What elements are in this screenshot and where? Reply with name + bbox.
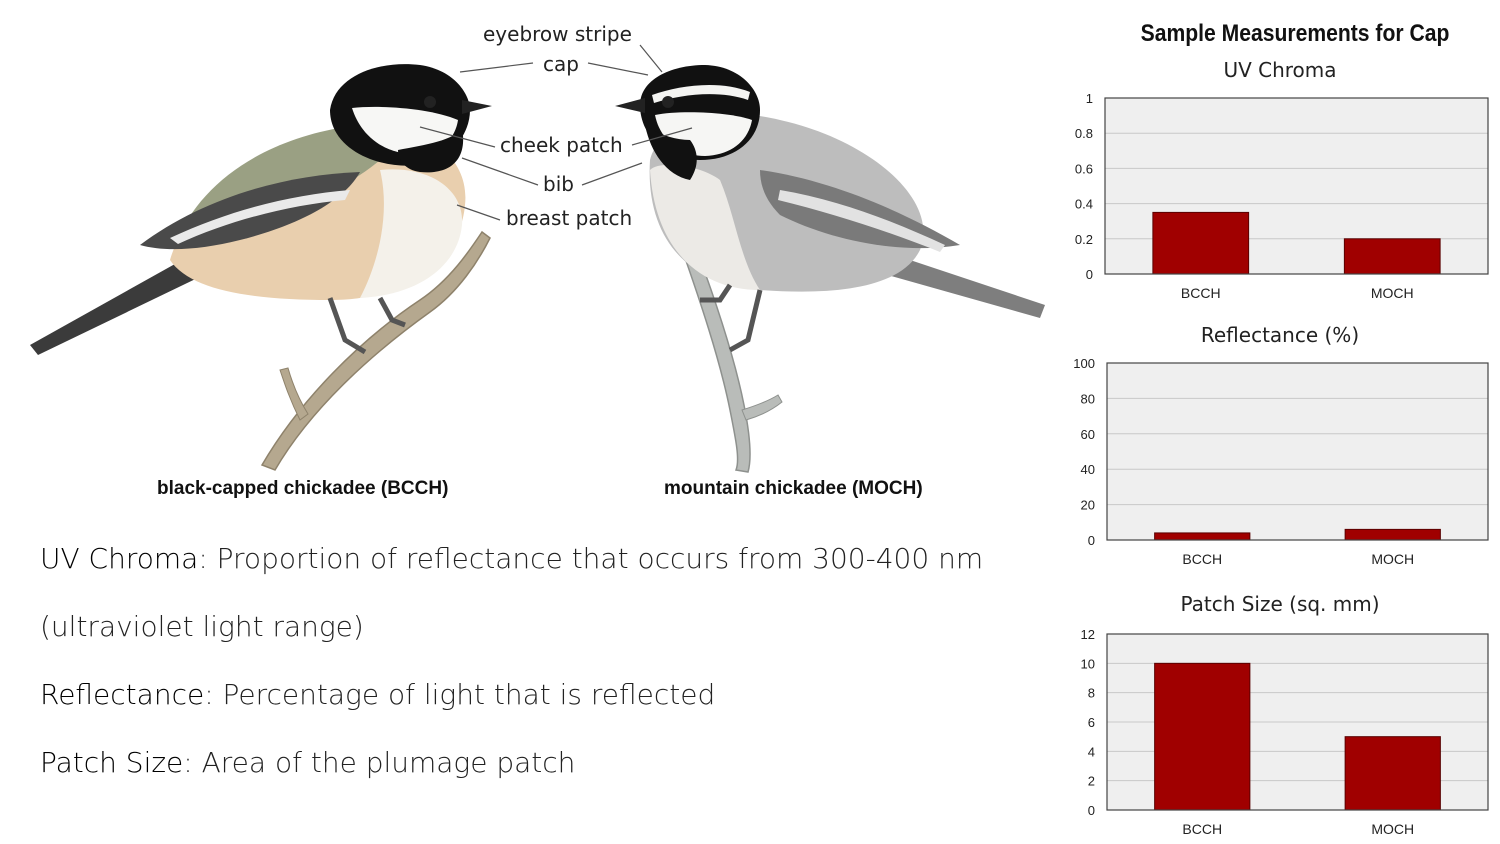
y-tick-label: 0.2 <box>1075 232 1093 247</box>
plot-area <box>1107 363 1488 540</box>
leader-cheek-right <box>631 127 693 146</box>
mountain-chickadee <box>615 65 1045 353</box>
left-legs <box>327 296 406 355</box>
leader-bib-right <box>581 162 643 186</box>
y-tick-label: 100 <box>1073 356 1095 371</box>
x-tick-label: MOCH <box>1371 285 1414 301</box>
definition-term: Reflectance <box>40 678 205 711</box>
y-tick-label: 0.8 <box>1075 126 1093 141</box>
left-cheek <box>352 106 458 155</box>
definition-text: : Area of the plumage patch <box>183 746 576 779</box>
chart-title: Reflectance (%) <box>1200 323 1360 347</box>
right-wing <box>760 170 960 249</box>
y-tick-label: 80 <box>1081 391 1095 406</box>
bar <box>1344 528 1441 541</box>
plot-frame <box>1106 362 1489 541</box>
right-tail <box>870 250 1045 318</box>
left-beak <box>462 100 492 114</box>
right-legs <box>700 283 763 353</box>
definition-text: (ultraviolet light range) <box>40 610 364 643</box>
bar <box>1154 662 1251 811</box>
leader-cap-left <box>459 62 534 73</box>
black-capped-chickadee <box>30 64 492 355</box>
y-tick-label: 10 <box>1081 656 1095 671</box>
bar <box>1154 532 1251 541</box>
y-tick-label: 60 <box>1081 427 1095 442</box>
x-tick-label: MOCH <box>1371 551 1414 567</box>
definition-uv-chroma: UV Chroma: Proportion of reflectance tha… <box>40 530 1070 598</box>
definition-text: : Proportion of reflectance that occurs … <box>198 542 984 575</box>
charts-title: Sample Measurements for Cap <box>1140 20 1450 47</box>
y-tick-label: 6 <box>1088 715 1095 730</box>
y-tick-label: 0.6 <box>1075 161 1093 176</box>
left-eye <box>424 96 436 108</box>
plot-frame <box>1106 633 1489 811</box>
x-tick-label: BCCH <box>1182 821 1222 837</box>
leader-cap-right <box>587 62 649 76</box>
right-breast <box>650 164 760 290</box>
y-tick-label: 8 <box>1088 686 1095 701</box>
definition-reflectance: Reflectance: Percentage of light that is… <box>40 666 1070 734</box>
chart-title: Patch Size (sq. mm) <box>1180 592 1380 616</box>
left-bib <box>398 128 464 173</box>
callout-breast-patch: breast patch <box>506 206 633 230</box>
callout-cheek-patch: cheek patch <box>500 133 623 157</box>
definition-term: Patch Size <box>40 746 184 779</box>
right-beak <box>615 98 645 113</box>
y-tick-label: 0 <box>1088 533 1095 548</box>
plot-frame <box>1104 97 1489 275</box>
bar <box>1152 211 1250 275</box>
y-tick-label: 0.4 <box>1075 197 1093 212</box>
left-wing-edge <box>170 190 350 244</box>
definitions: UV Chroma: Proportion of reflectance tha… <box>40 530 1070 802</box>
x-tick-label: BCCH <box>1181 285 1221 301</box>
x-tick-label: MOCH <box>1371 821 1414 837</box>
right-bird-name: mountain chickadee (MOCH) <box>664 478 923 499</box>
leader-eyebrow <box>639 44 663 73</box>
y-tick-label: 20 <box>1081 498 1095 513</box>
y-tick-label: 2 <box>1088 774 1095 789</box>
callout-leaders <box>419 44 693 221</box>
chickadee-illustration <box>30 44 1045 473</box>
right-eyebrow <box>652 84 750 103</box>
left-bird-name: black-capped chickadee (BCCH) <box>157 478 449 499</box>
callout-bib: bib <box>543 172 574 196</box>
y-tick-label: 0 <box>1088 803 1095 818</box>
left-branch <box>260 230 491 471</box>
left-twig <box>279 367 309 421</box>
definition-uv-chroma-continued: (ultraviolet light range) <box>40 598 1070 666</box>
left-breast <box>360 169 463 298</box>
callout-eyebrow-stripe: eyebrow stripe <box>483 22 632 46</box>
y-tick-label: 4 <box>1088 744 1095 759</box>
chart-title: UV Chroma <box>1223 58 1337 82</box>
leader-cheek-left <box>419 126 496 148</box>
leader-breast <box>456 204 501 221</box>
y-tick-label: 40 <box>1081 462 1095 477</box>
bar <box>1343 238 1441 275</box>
right-bib <box>645 125 697 180</box>
left-tail <box>30 250 210 355</box>
x-tick-label: BCCH <box>1182 551 1222 567</box>
definition-patch-size: Patch Size: Area of the plumage patch <box>40 734 1070 802</box>
leader-bib-left <box>461 157 539 186</box>
definition-term: UV Chroma <box>40 542 199 575</box>
y-tick-label: 1 <box>1086 91 1093 106</box>
y-tick-label: 0 <box>1086 267 1093 282</box>
right-eye <box>662 96 674 108</box>
right-branch <box>677 230 751 473</box>
right-twig <box>741 394 783 421</box>
bar <box>1344 736 1441 811</box>
callout-cap: cap <box>543 52 579 76</box>
right-wing-edge <box>778 190 945 252</box>
y-tick-label: 12 <box>1081 627 1095 642</box>
definition-text: : Percentage of light that is reflected <box>204 678 716 711</box>
